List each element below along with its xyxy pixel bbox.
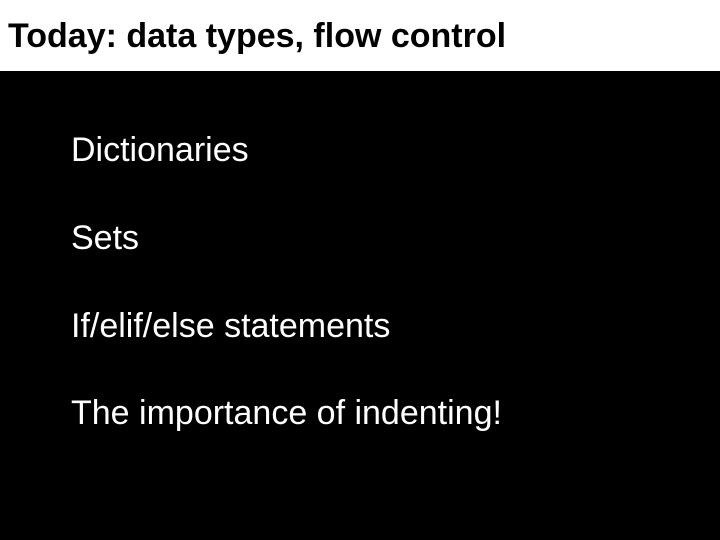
bullet-item-sets: Sets bbox=[71, 219, 140, 257]
bullet-item-dictionaries: Dictionaries bbox=[71, 131, 249, 169]
slide-title: Today: data types, flow control bbox=[8, 16, 507, 55]
bullet-item-indenting: The importance of indenting! bbox=[71, 394, 502, 432]
bullet-item-if-elif-else: If/elif/else statements bbox=[71, 307, 391, 345]
slide-title-bar: Today: data types, flow control bbox=[0, 0, 720, 71]
